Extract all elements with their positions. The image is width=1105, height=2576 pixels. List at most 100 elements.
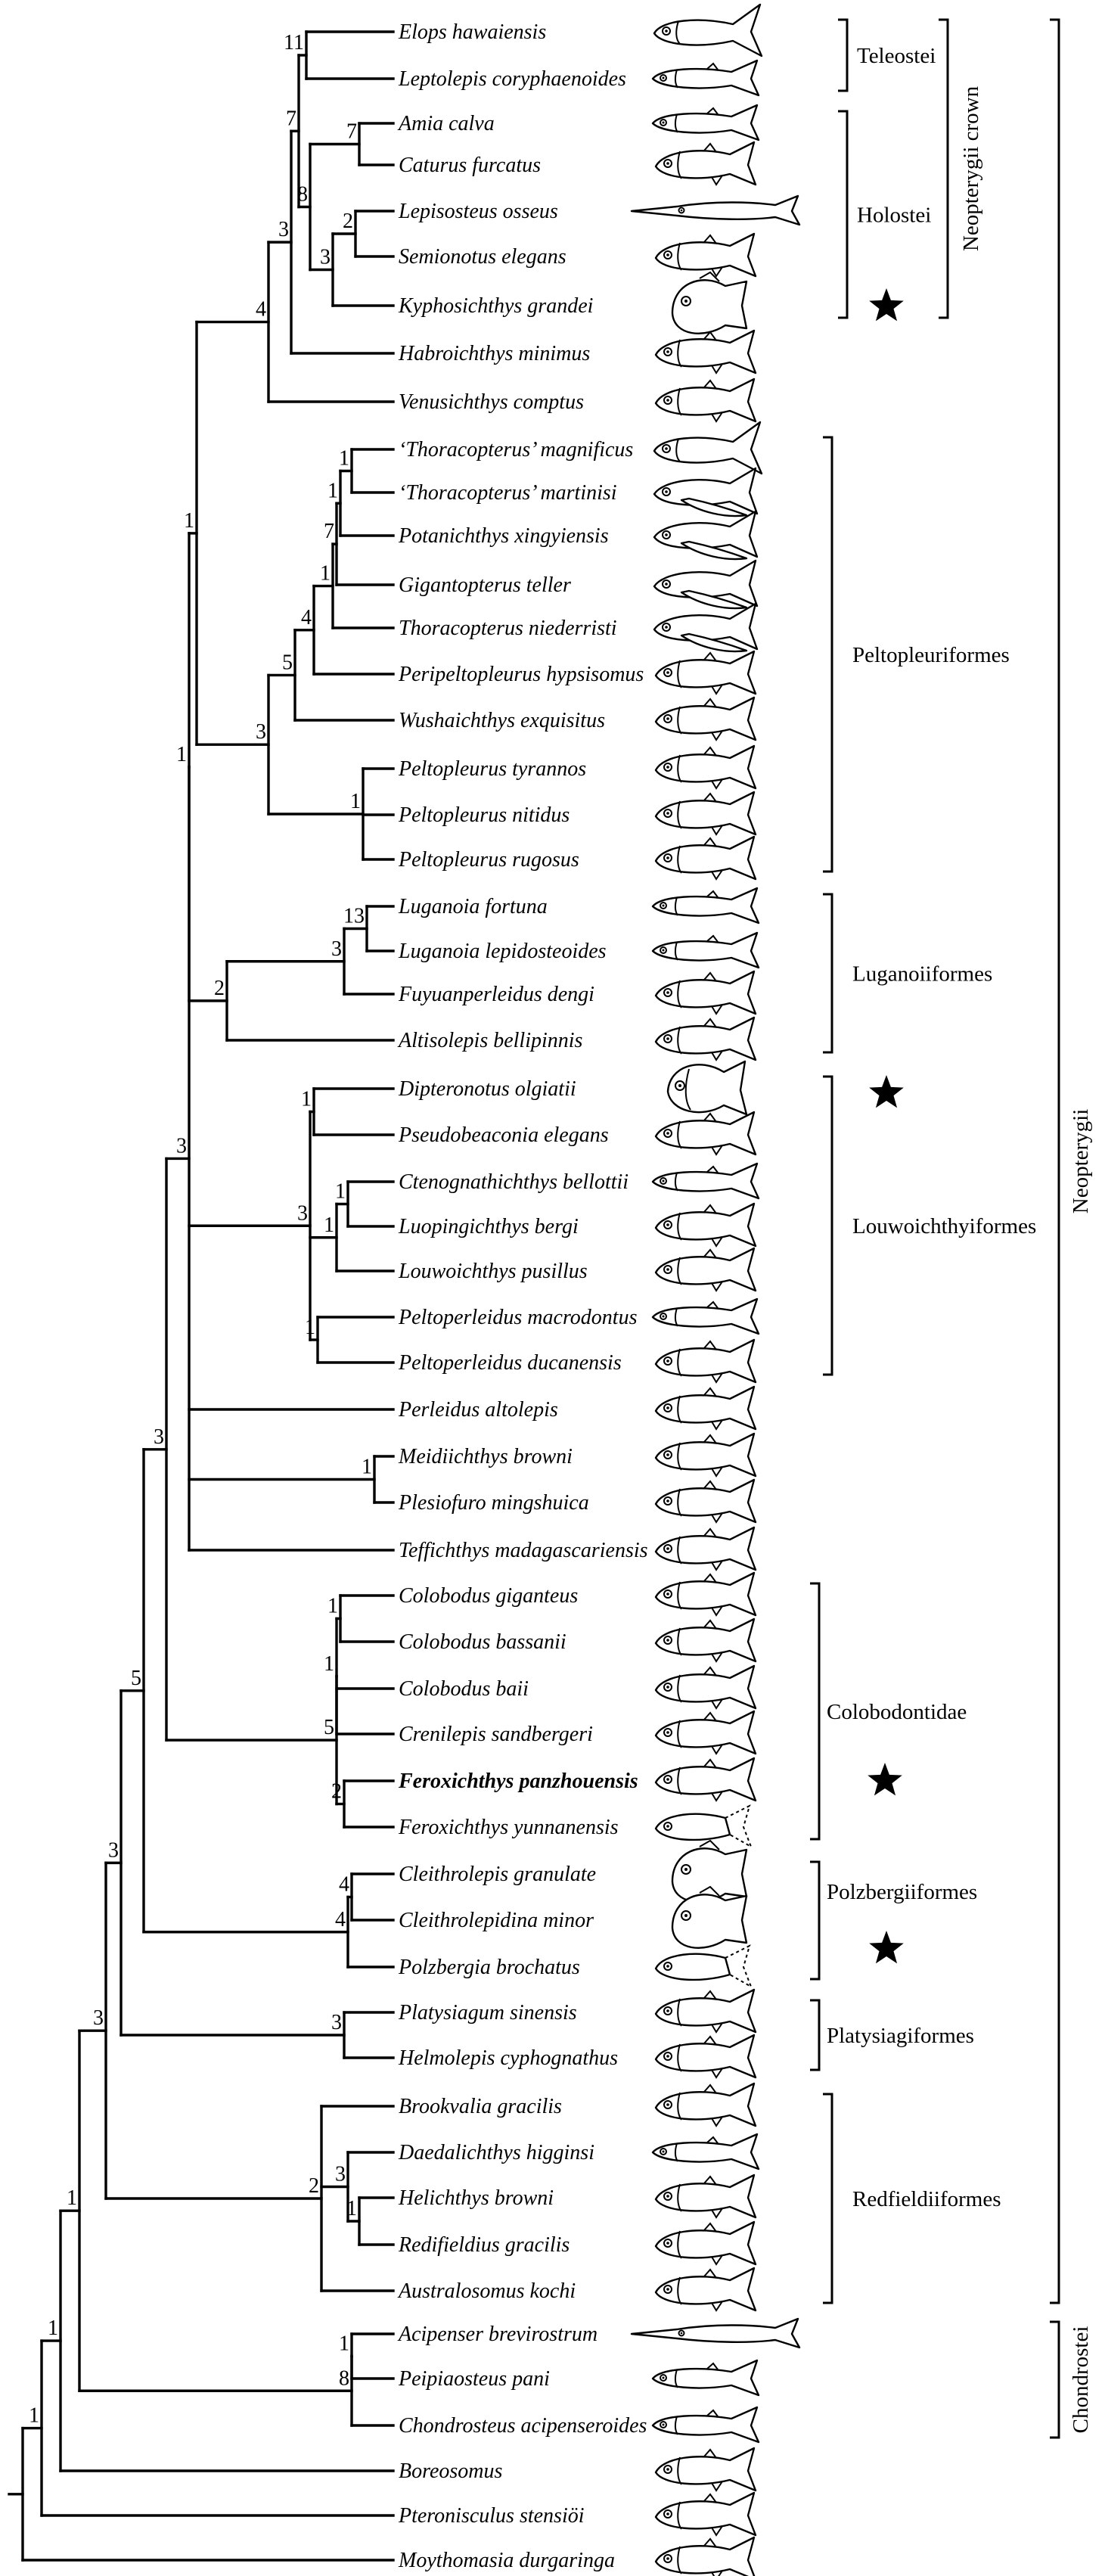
fish-icon [654,2220,757,2266]
taxon-label: Pseudobeaconia elegans [398,1123,609,1147]
fish-icon [654,1710,757,1755]
taxon-label: Daedalichthys higginsi [398,2141,594,2164]
taxon-label: Acipenser brevirostrum [397,2323,598,2346]
taxon-label: Boreosomus [399,2459,503,2483]
support-value: 1 [362,1456,372,1479]
clade-bracket [810,1860,821,1981]
support-value: 7 [346,120,357,144]
fish-icon [666,1060,748,1116]
taxon-label: Fuyuanperleidus dengi [398,983,594,1006]
clade-label: Louwoichthyiformes [852,1214,1036,1238]
taxon-label: Helmolepis cyphognathus [398,2046,618,2070]
fish-icon [654,329,757,374]
taxon-label: Platysiagum sinensis [398,2001,577,2024]
taxon-label: Colobodus baii [399,1677,529,1701]
fish-icon [671,271,748,334]
support-value: 1 [320,562,331,586]
clade-bracket [823,1075,833,1376]
clade-label: Chondrostei [1069,2326,1093,2434]
support-value: 3 [335,2163,346,2186]
clade-label: Colobodontidae [827,1700,967,1724]
fish-icon [654,970,757,1015]
fish-icon [651,2133,760,2170]
fish-icon [654,2174,757,2219]
support-value: 1 [339,447,349,471]
support-value: 3 [108,1838,119,1862]
clade-bracket [823,436,833,873]
taxon-label: Peltoperleidus macrodontus [398,1306,638,1329]
taxon-label: Kyphosichthys grandei [398,294,593,318]
support-value: 3 [297,1201,308,1225]
taxon-label: Brookvalia gracilis [399,2095,562,2118]
support-value: 1 [346,2197,357,2220]
fish-icon [654,1944,753,1988]
clade-bracket [810,1999,821,2071]
support-value: 1 [335,1180,346,1204]
taxon-label: Chondrosteus acipenseroides [399,2414,647,2438]
clade-label: Platysiagiformes [827,2024,974,2048]
taxon-label: Semionotus elegans [399,245,566,269]
support-value: 1 [324,1213,334,1237]
fish-icon [630,2317,801,2349]
clade-label: Holostei [857,204,931,228]
support-value: 8 [339,2366,349,2390]
fish-illustrations [630,3,801,2576]
fish-icon [654,1111,757,1156]
taxon-label: Elops hawaiensis [398,20,546,44]
fish-icon [651,1162,760,1200]
clade-bracket [823,893,833,1054]
taxon-label: Venusichthys comptus [399,390,584,414]
fish-icon [653,421,763,475]
fish-icon [654,1571,757,1617]
fish-icon [654,1757,757,1802]
taxon-label: Luganoia lepidosteoides [398,940,607,963]
taxon-label: Leptolepis coryphaenoides [398,67,626,91]
taxon-label: Habroichthys minimus [398,342,590,365]
clade-label: Polzbergiiformes [827,1880,977,1904]
support-value: 1 [301,1088,312,1111]
taxon-label: ‘Thoracopterus’ martinisi [399,481,617,505]
support-value: 1 [350,790,361,813]
fish-icon [654,650,757,695]
support-value: 1 [305,1316,315,1339]
clade-bracket [838,110,849,319]
taxon-label: Cleithrolepidina minor [399,1909,594,1932]
taxon-label: Colobodus bassanii [399,1630,566,1654]
fish-icon [654,1664,757,1710]
taxon-label: Lepisosteus osseus [398,200,558,223]
fish-icon [651,104,760,141]
taxon-label: Redifieldius gracilis [398,2233,570,2257]
support-value: 11 [284,31,304,54]
taxon-label: Feroxichthys yunnanensis [398,1816,619,1839]
support-value: 7 [324,520,334,543]
support-value: 2 [331,1780,342,1804]
taxon-label: Potanichthys xingyiensis [398,524,609,548]
taxon-label: Moythomasia durgaringa [398,2549,615,2572]
taxon-label: Meidiichthys browni [398,1445,573,1468]
star-icon [868,1763,902,1796]
fish-icon [654,1202,757,1248]
support-value: 3 [256,720,266,744]
support-value: 1 [67,2186,77,2210]
support-value: 1 [327,479,338,502]
fish-icon [654,1338,757,1384]
support-value: 1 [324,1652,334,1676]
taxon-label: Luganoia fortuna [398,895,548,918]
fish-icon [651,2406,760,2444]
support-value: 7 [286,107,296,130]
taxon-label: Helichthys browni [398,2186,554,2210]
support-value: 2 [309,2174,319,2198]
support-value: 8 [297,183,308,207]
fish-icon [651,59,760,97]
support-value: 5 [324,1716,334,1739]
taxon-label: Crenilepis sandbergeri [399,1723,593,1746]
taxon-label: Caturus furcatus [399,154,541,177]
taxon-label: Peripeltopleurus hypsisomus [398,663,644,686]
fish-icon [654,791,757,836]
clade-bracket [939,18,949,319]
taxon-label: Dipteronotus olgiatii [398,1077,576,1101]
clade-label: Neopterygii [1069,1109,1093,1214]
